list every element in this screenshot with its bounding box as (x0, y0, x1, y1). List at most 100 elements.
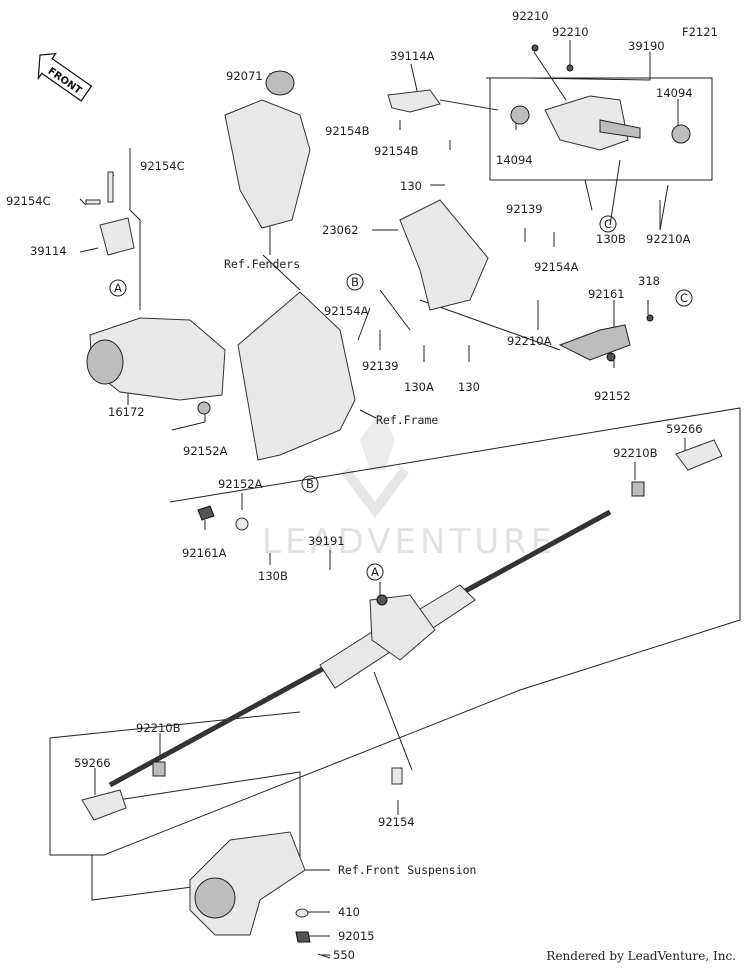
callout-circle-c1 (599, 215, 617, 233)
label-92139-1: 92139 (506, 202, 543, 216)
bearing-14094-right (671, 124, 691, 144)
label-59266-right: 59266 (666, 422, 703, 436)
label-318: 318 (638, 274, 660, 288)
label-16172: 16172 (108, 405, 145, 419)
boot-92071 (265, 70, 295, 96)
nut-92210-b (566, 64, 574, 72)
front-suspension-ref (189, 831, 331, 959)
callout-a2: A (371, 565, 379, 579)
steering-column-assembly (224, 44, 691, 362)
bolt-92154C-2 (85, 199, 101, 205)
nut-92210-a (531, 44, 539, 52)
label-130-mid: 130 (458, 380, 480, 394)
nut-92161A (197, 505, 215, 521)
label-92154B-2: 92154B (374, 144, 419, 158)
diagram-code: F2121 (682, 25, 718, 39)
front-arrow-icon (37, 52, 93, 102)
label-410: 410 (338, 905, 360, 919)
callout-b1: B (351, 275, 359, 289)
label-92210A-1: 92210A (646, 232, 691, 246)
label-ref-front-suspension: Ref.Front Suspension (338, 863, 476, 877)
front-arrow: FRONT (37, 52, 93, 102)
label-59266-left: 59266 (74, 756, 111, 770)
cotter-pin-550 (317, 953, 331, 959)
label-92210B-right: 92210B (613, 446, 658, 460)
washer-92152A (235, 517, 249, 531)
label-92210B-left: 92210B (136, 721, 181, 735)
label-39114: 39114 (30, 244, 67, 258)
label-92152: 92152 (594, 389, 631, 403)
column-box (489, 77, 713, 181)
frame-bracket (237, 291, 356, 461)
bearing-14094-left (510, 105, 530, 125)
callouts: A B C C B A (109, 215, 693, 581)
tie-rod-end-59266-left (81, 789, 127, 821)
hub-bore (194, 877, 236, 919)
locknut-92210B-right (631, 481, 645, 497)
watermark-text: LEADVENTURE (262, 522, 556, 562)
label-92210-top2: 92210 (552, 25, 589, 39)
callout-circle-a1 (109, 279, 127, 297)
label-550: 550 (333, 948, 355, 962)
label-39190: 39190 (628, 39, 665, 53)
label-92154C-1: 92154C (140, 159, 185, 173)
pinion-input (376, 594, 388, 606)
label-92161A: 92161A (182, 546, 227, 560)
label-ref-fenders: Ref.Fenders (224, 257, 300, 271)
label-92015: 92015 (338, 929, 375, 943)
rack-housing (369, 594, 436, 661)
locknut-92210B-left (152, 761, 166, 777)
frame-ref (197, 291, 356, 531)
bracket-23062 (399, 199, 489, 311)
collar-92152A (197, 401, 211, 415)
watermark-flame-icon (360, 410, 395, 470)
label-92154: 92154 (378, 815, 415, 829)
label-92161: 92161 (588, 287, 625, 301)
label-92210-top: 92210 (512, 9, 549, 23)
label-23062: 23062 (322, 223, 359, 237)
label-92154C-2: 92154C (6, 194, 51, 208)
label-92071: 92071 (226, 69, 263, 83)
washer-410 (295, 908, 309, 918)
callout-b2: B (306, 477, 314, 491)
clip-318 (646, 314, 654, 322)
steering-rack-39191 (81, 439, 723, 821)
part-labels: 92210 92210 39190 39114A 92071 14094 921… (6, 9, 703, 962)
rack-box (49, 407, 741, 856)
callout-circle-b1 (346, 273, 364, 291)
joint-39114 (99, 217, 135, 256)
callout-circle-c2 (675, 289, 693, 307)
callout-circle-b2 (301, 475, 319, 493)
leader-lines (79, 40, 686, 956)
steering-column-housing (544, 95, 629, 151)
label-92152A-1: 92152A (183, 444, 228, 458)
callout-c1: C (604, 217, 612, 231)
label-130-top: 130 (400, 179, 422, 193)
intermediate-shaft (439, 99, 499, 111)
steering-shaft (599, 119, 641, 139)
label-ref-frame: Ref.Frame (376, 413, 438, 427)
label-14094-right: 14094 (656, 86, 693, 100)
callout-c2: C (680, 291, 688, 305)
footer-credit: Rendered by LeadVenture, Inc. (546, 949, 736, 963)
bolt-92154C-1 (107, 171, 114, 203)
label-14094-left: 14094 (496, 153, 533, 167)
watermark-v-icon (341, 467, 409, 519)
label-92210A-2: 92210A (507, 334, 552, 348)
callout-circle-a2 (366, 563, 384, 581)
bolt-92154 (391, 767, 403, 785)
callout-a1: A (114, 281, 122, 295)
label-39114A: 39114A (390, 49, 435, 63)
watermark: LEADVENTURE (262, 410, 556, 562)
tie-rod-end-59266-right (675, 439, 723, 471)
label-130B-2: 130B (258, 569, 288, 583)
nut-92015 (295, 931, 311, 943)
collar-92152 (606, 352, 616, 362)
label-92139-2: 92139 (362, 359, 399, 373)
joint-39114A (387, 89, 441, 113)
fender-ref-part (224, 99, 311, 229)
label-92152A-2: 92152A (218, 477, 263, 491)
label-130A: 130A (404, 380, 434, 394)
label-92154A-2: 92154A (324, 304, 369, 318)
